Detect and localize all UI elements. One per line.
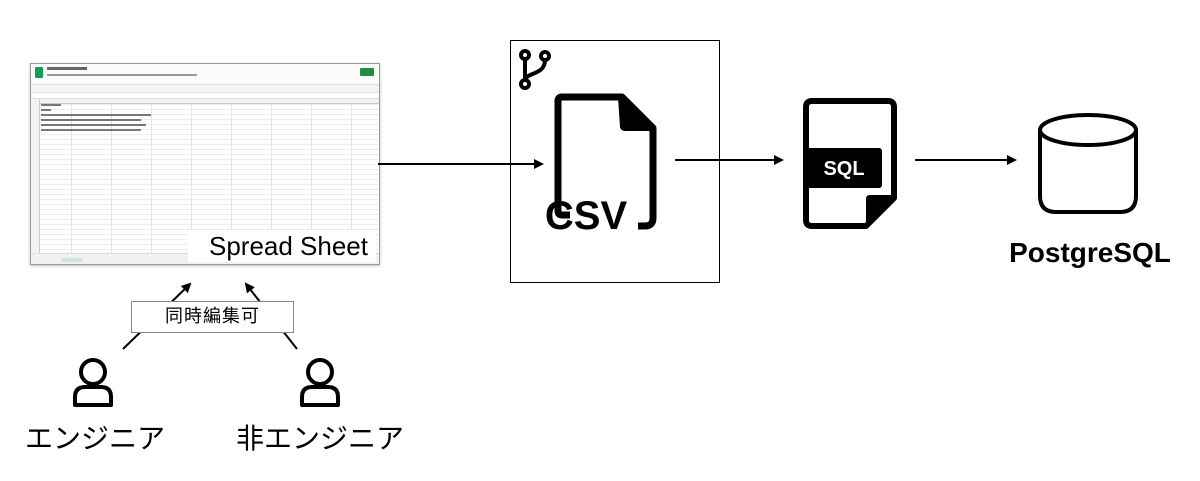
sheet-cell-content: [41, 104, 151, 134]
sheet-row-header: [31, 99, 40, 254]
database-icon: [1038, 113, 1138, 214]
csv-file-icon: [554, 93, 657, 230]
sheet-title-placeholder: [47, 67, 87, 70]
database-label: PostgreSQL: [1009, 237, 1171, 268]
sheet-title-bar: [31, 64, 379, 85]
engineer-label: エンジニア: [24, 422, 165, 455]
engineer-user-icon: [73, 358, 113, 407]
spreadsheet-label: Spread Sheet: [188, 230, 376, 262]
nonengineer-user-icon: [300, 358, 340, 407]
concurrent-edit-label: 同時編集可: [131, 301, 294, 333]
spreadsheet-thumbnail: [30, 63, 380, 265]
sql-file-icon: [803, 98, 897, 229]
csv-label: CSV: [545, 194, 628, 238]
sheet-tab: [61, 258, 83, 262]
sheet-formula-bar: [31, 93, 379, 99]
sheet-toolbar: [31, 85, 379, 93]
sheet-column-header: [31, 99, 379, 104]
nonengineer-label: 非エンジニア: [235, 422, 404, 455]
share-button-icon: [360, 68, 374, 76]
git-branch-icon: [519, 49, 551, 90]
sheets-logo-icon: [35, 67, 43, 78]
sheet-menu-placeholder: [47, 74, 197, 76]
git-repository-box: [510, 40, 720, 283]
sql-label: SQL: [823, 158, 864, 180]
